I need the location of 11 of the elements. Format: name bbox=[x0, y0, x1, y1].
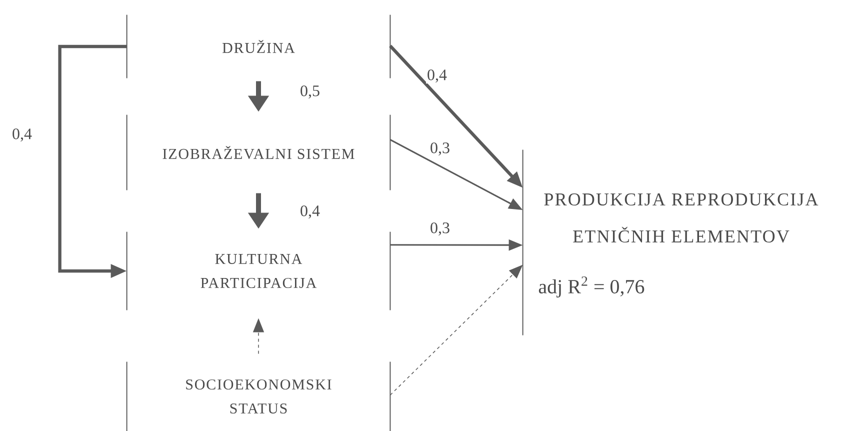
edge-label: 0,4 bbox=[11, 127, 34, 143]
edge-label: 0,3 bbox=[429, 141, 451, 157]
edge-label: 0,4 bbox=[299, 204, 321, 220]
variable-band: SOCIOEKONOMSKI STATUS bbox=[126, 361, 391, 431]
variable-band: KULTURNA PARTICIPACIJA bbox=[126, 231, 391, 311]
variable-band: IZOBRAŽEVALNI SISTEM bbox=[126, 114, 391, 191]
edge-label: 0,4 bbox=[426, 68, 448, 84]
edge-label: 0,3 bbox=[429, 221, 451, 237]
variable-band: DRUŽINA bbox=[126, 14, 391, 79]
edge-label: 0,5 bbox=[299, 84, 321, 100]
variable-band: PRODUKCIJA REPRODUKCIJA ETNIČNIH ELEMENTOV adj R$^{2}$ = 0,76 bbox=[522, 149, 818, 336]
